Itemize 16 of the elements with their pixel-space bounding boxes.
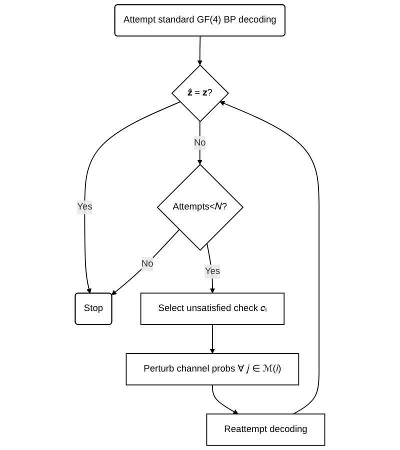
node-box: Reattempt decoding: [206, 414, 326, 446]
arrow: [210, 324, 216, 354]
arrow: [197, 36, 202, 66]
edge-label: Yes: [77, 202, 92, 212]
arrow: [220, 101, 320, 414]
edge-label: Yes: [204, 266, 220, 276]
arrow: [206, 242, 216, 294]
node-box: Perturb channel probs ∀ 𝑗 ∈ ℳ(𝑖): [126, 353, 300, 386]
edge-label: No: [141, 258, 154, 269]
arrow: [212, 384, 238, 414]
node-diamond: 𝐳̂ = 𝐳?: [171, 64, 230, 122]
arrow: [84, 101, 181, 294]
edge-label: No: [194, 138, 206, 148]
arrow: [111, 229, 180, 296]
node-box: Select unsatisfied check 𝑐ᵢ: [140, 292, 285, 325]
node-diamond: Attempts<𝑁?: [156, 164, 244, 251]
